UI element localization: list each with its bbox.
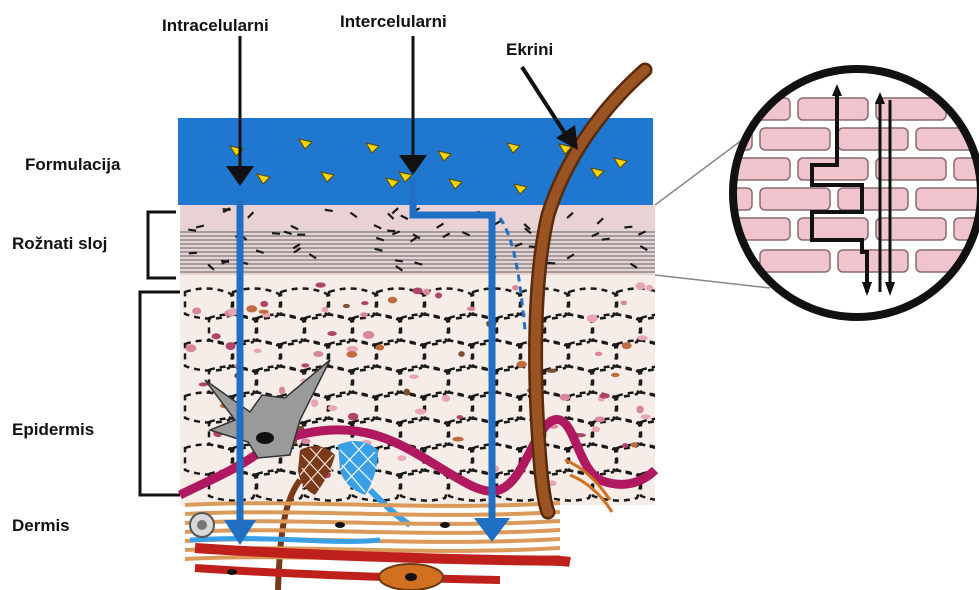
label-eccrine: Ekrini [506, 40, 553, 60]
label-intercellular: Intercelularni [340, 12, 447, 32]
label-dermis: Dermis [12, 516, 70, 536]
label-epidermis: Epidermis [12, 420, 94, 440]
epidermis-bracket [140, 292, 180, 495]
zoom-magnifier-circle [682, 65, 979, 325]
label-intracellular: Intracelularni [162, 16, 269, 36]
stratum-corneum-bracket [148, 212, 176, 278]
label-stratum-corneum: Rožnati sloj [12, 234, 107, 254]
label-formulation: Formulacija [25, 155, 120, 175]
